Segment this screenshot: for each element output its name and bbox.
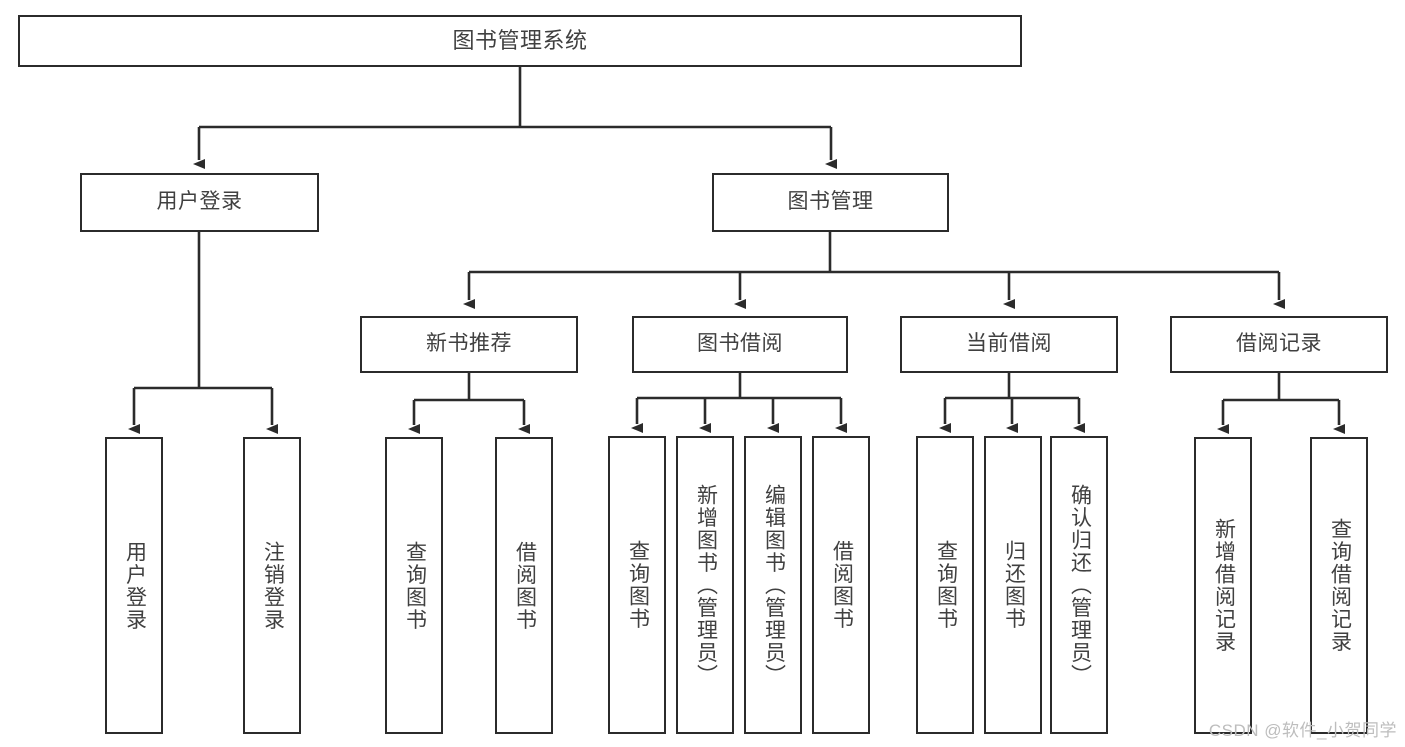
leaf-record-query-record[interactable]: 查询借阅记录 — [1310, 437, 1368, 734]
node-label: 借阅记录 — [1236, 332, 1322, 356]
leaf-borrow-edit-book-admin[interactable]: 编辑图书（管理员） — [744, 436, 802, 734]
node-label: 查询图书 — [934, 540, 958, 630]
node-user-login[interactable]: 用户登录 — [80, 173, 319, 232]
node-label: 查询借阅记录 — [1328, 518, 1352, 653]
leaf-current-return-book[interactable]: 归还图书 — [984, 436, 1042, 734]
node-borrow-record[interactable]: 借阅记录 — [1170, 316, 1388, 373]
leaf-borrow-borrow-book[interactable]: 借阅图书 — [812, 436, 870, 734]
node-label: 图书管理系统 — [452, 28, 588, 54]
node-current-borrow[interactable]: 当前借阅 — [900, 316, 1118, 373]
leaf-borrow-query-book[interactable]: 查询图书 — [608, 436, 666, 734]
node-book-borrow[interactable]: 图书借阅 — [632, 316, 848, 373]
leaf-record-add-record[interactable]: 新增借阅记录 — [1194, 437, 1252, 734]
leaf-borrow-add-book-admin[interactable]: 新增图书（管理员） — [676, 436, 734, 734]
node-label: 借阅图书 — [830, 540, 854, 630]
node-label: 查询图书 — [403, 540, 427, 631]
node-label: 新书推荐 — [426, 332, 512, 356]
node-label: 新增图书（管理员） — [694, 483, 718, 687]
leaf-current-query-book[interactable]: 查询图书 — [916, 436, 974, 734]
node-label: 借阅图书 — [513, 540, 537, 631]
node-label: 归还图书 — [1002, 540, 1026, 630]
watermark-text: CSDN @软件_小贺同学 — [1208, 721, 1397, 740]
leaf-recommend-query-book[interactable]: 查询图书 — [385, 437, 443, 734]
node-label: 图书借阅 — [697, 332, 783, 356]
node-label: 确认归还（管理员） — [1068, 483, 1092, 687]
node-label: 用户登录 — [123, 540, 147, 631]
node-label: 编辑图书（管理员） — [762, 483, 786, 687]
leaf-current-confirm-return-admin[interactable]: 确认归还（管理员） — [1050, 436, 1108, 734]
node-root-system[interactable]: 图书管理系统 — [18, 15, 1022, 67]
node-label: 注销登录 — [261, 540, 285, 631]
node-label: 查询图书 — [626, 540, 650, 630]
node-new-book-recommend[interactable]: 新书推荐 — [360, 316, 578, 373]
node-label: 用户登录 — [156, 190, 243, 214]
node-book-management[interactable]: 图书管理 — [712, 173, 949, 232]
leaf-user-login-logout[interactable]: 注销登录 — [243, 437, 301, 734]
leaf-recommend-borrow-book[interactable]: 借阅图书 — [495, 437, 553, 734]
leaf-user-login-login[interactable]: 用户登录 — [105, 437, 163, 734]
node-label: 图书管理 — [787, 190, 874, 214]
node-label: 新增借阅记录 — [1212, 518, 1236, 653]
node-label: 当前借阅 — [966, 332, 1052, 356]
